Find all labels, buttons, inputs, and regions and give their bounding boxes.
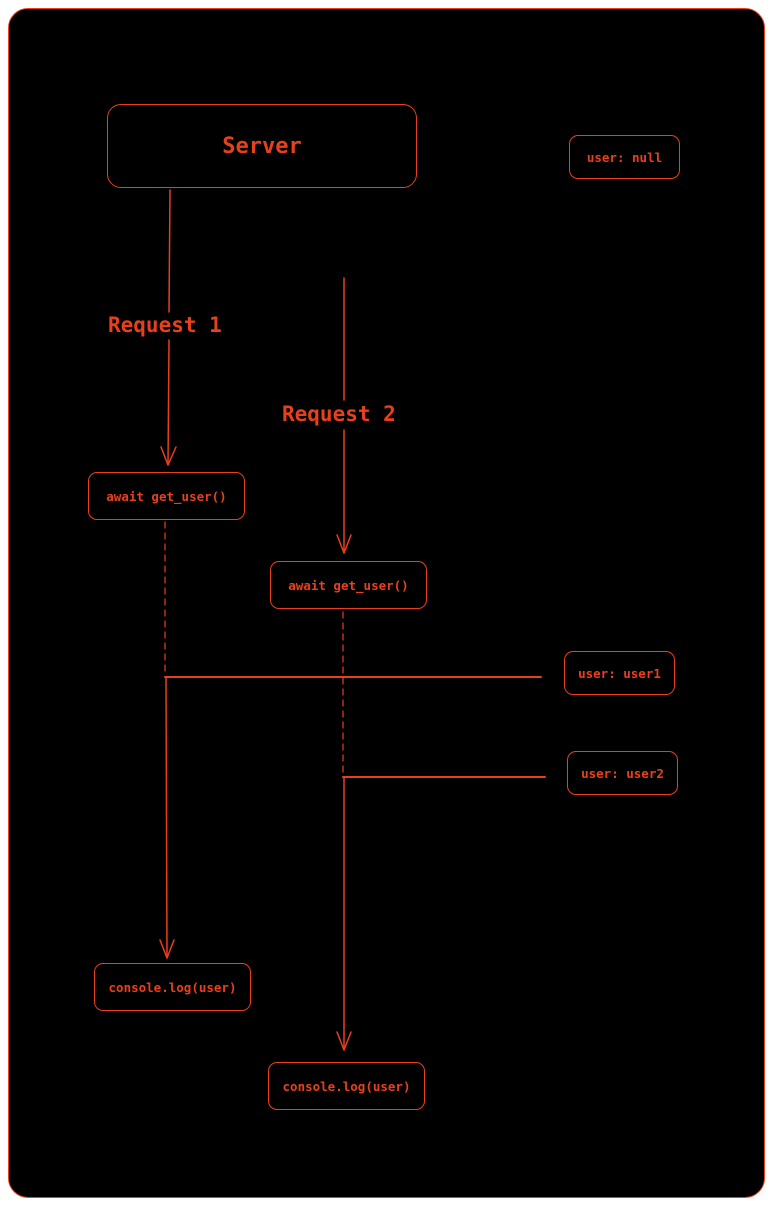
user2-box: user: user2: [567, 751, 678, 795]
await-get-user-box-2: await get_user(): [270, 561, 427, 609]
continue-1-arrow: [165, 677, 168, 959]
continue-1-arrowhead: [159, 939, 175, 959]
server-box: Server: [107, 104, 417, 188]
request-2-label: Request 2: [282, 402, 396, 426]
user1-box: user: user1: [564, 651, 675, 695]
request-1-arrow-lower: [167, 339, 170, 466]
request-1-arrow: [168, 189, 171, 313]
await-get-user-box-1: await get_user(): [88, 472, 245, 520]
request-1-arrowhead: [160, 446, 177, 466]
console-log-box-2: console.log(user): [268, 1062, 425, 1110]
console-log-box-1: console.log(user): [94, 963, 251, 1011]
request-2-arrowhead: [336, 534, 352, 554]
continue-2-arrowhead: [336, 1031, 352, 1051]
diagram-frame: [8, 8, 765, 1198]
request-1-label: Request 1: [108, 313, 222, 337]
user-null-box: user: null: [569, 135, 680, 179]
